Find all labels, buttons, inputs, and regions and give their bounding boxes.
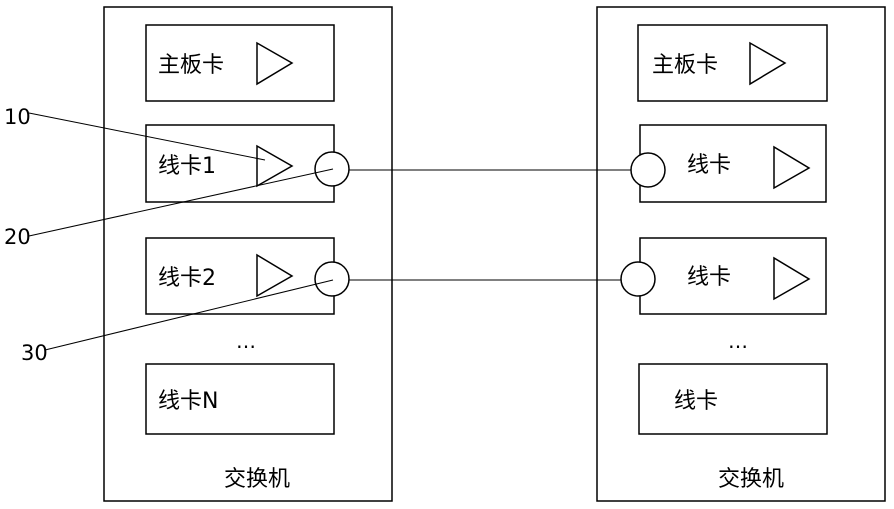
card-label: 线卡N [158,389,218,414]
switch-label: 交换机 [224,467,290,492]
card-label: 主板卡 [158,53,224,78]
callout-label: 30 [21,341,48,365]
triangle-icon [257,255,292,296]
triangle-icon [774,258,809,299]
triangle-icon [257,43,292,84]
callout-10: 10 [4,105,265,160]
card-label: 线卡 [687,153,731,178]
card-line-n: 线卡N [146,364,334,434]
ellipsis: … [728,329,748,353]
triangle-icon [774,147,809,188]
port-icon [631,153,665,187]
card-line: 线卡 [621,238,826,314]
card-line: 线卡 [631,125,826,202]
ellipsis: … [236,329,256,353]
switch-label: 交换机 [718,467,784,492]
callout-30: 30 [21,280,333,365]
card-label: 主板卡 [652,53,718,78]
port-icon [621,262,655,296]
card-label: 线卡 [674,389,718,414]
leader-line [29,113,265,160]
port-icon [315,262,349,296]
card-label: 线卡2 [158,266,216,291]
triangle-icon [750,43,785,84]
callout-label: 20 [4,225,31,249]
card-line-2: 线卡2 [146,238,349,314]
card-line: 线卡 [639,364,827,434]
card-label: 线卡 [687,265,731,290]
card-label: 线卡1 [158,154,216,179]
triangle-icon [257,146,292,186]
card-main-board: 主板卡 [638,25,827,101]
card-main-board: 主板卡 [146,25,334,101]
switch-frame [104,7,392,501]
card-line-1: 线卡1 [146,125,349,202]
callout-20: 20 [4,169,333,249]
switch-right: 主板卡 线卡 线卡 … 线卡 交换机 [597,7,885,501]
callout-label: 10 [4,105,31,129]
switch-left: 主板卡 线卡1 线卡2 … 线卡N 交换机 [104,7,392,501]
